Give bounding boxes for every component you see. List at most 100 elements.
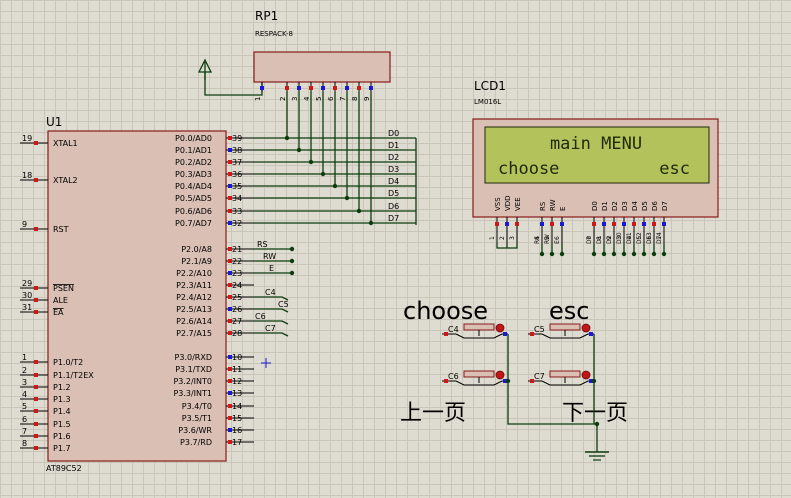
lcd-net-label: RW [544,234,551,244]
button-cap [463,370,495,378]
pin-dot [228,404,232,408]
pin-dot [228,160,232,164]
u1-pin-name: P1.1/T2EX [53,371,94,380]
lcd-net-label: D1 [596,235,603,244]
lcd-net-label: D0 [586,235,593,244]
u1-pin-name: ALE [53,296,68,305]
u1-pin-name: P2.6/A14 [176,317,212,326]
lcd-net-label: D2 [606,235,613,244]
pin-dot [530,332,534,336]
lcd-net-label: D5 [636,235,643,244]
u1-component[interactable]: U1 AT89C52 19XTAL118XTAL29RST29PSEN30ALE… [20,115,254,473]
key-net-3: C7 [265,324,276,333]
u1-pin-number: 27 [232,317,242,326]
lcd-pin-name: D0 [591,201,599,211]
junction-dot [284,135,290,141]
lcd-pin-name: D7 [661,201,669,211]
pin-dot [260,86,264,90]
bus-label-d3: D3 [388,165,399,174]
pin-dot [228,428,232,432]
u1-pin-name: P1.7 [53,444,71,453]
pin-dot [589,332,593,336]
lcd-net-label: D6 [646,235,653,244]
lcd-pin-number: 9 [606,236,613,240]
key-net-0: C4 [265,288,276,297]
lcd-pin-number: 4 [534,236,541,240]
lcd1-component[interactable]: LCD1 LM016L main MENU choose esc VSS1VDD… [472,79,719,257]
pin-dot [505,222,509,226]
lcd-pin-name: D1 [601,201,609,211]
pin-dot [503,332,507,336]
pin-dot [34,422,38,426]
pin-dot [228,319,232,323]
lcd-pin-name: VSS [494,197,502,211]
pin-dot [228,355,232,359]
u1-pin-name: P1.4 [53,407,71,416]
rp1-pin-number: 5 [315,97,323,101]
pin-dot [503,379,507,383]
wire [507,334,597,425]
pin-dot [228,307,232,311]
button-ref: C7 [534,372,545,381]
lcd-pin-name: RS [539,201,547,211]
u1-pin-name: P0.1/AD1 [175,146,212,155]
lcd-pin-number: 12 [636,232,643,240]
u1-pin-number: 37 [232,158,242,167]
wire [254,332,289,337]
u1-pin-name: P1.6 [53,432,71,441]
pin-dot [228,172,232,176]
u1-pin-number: 13 [232,389,242,398]
u1-pin-name: P3.5/T1 [182,414,212,423]
u1-pin-number: 17 [232,438,242,447]
u1-pin-number: 29 [22,279,32,288]
u1-pin-number: 19 [22,134,32,143]
lcd-pin-number: 2 [499,236,506,240]
wire [254,296,289,301]
pin-dot [622,222,626,226]
lcd-net-label: D7 [656,235,663,244]
junction-dot [631,251,637,257]
u1-pin-name: PSEN [53,284,74,293]
prev-page-label: 上一页 [400,401,466,426]
button-contact [541,333,589,339]
pin-dot [228,196,232,200]
u1-pin-number: 33 [232,207,242,216]
pin-dot [540,222,544,226]
pin-dot [34,385,38,389]
lcd-pin-name: D3 [621,201,629,211]
u1-pin-number: 23 [232,269,242,278]
rp1-pin-number: 7 [339,97,347,101]
junction-dot [621,251,627,257]
junction-dot [661,251,667,257]
u1-pin-name: P0.2/AD2 [175,158,212,167]
junction-dot [591,378,597,384]
pin-dot [228,271,232,275]
pin-dot [228,331,232,335]
pin-dot [34,141,38,145]
u1-pin-number: 22 [232,257,242,266]
pin-dot [662,222,666,226]
wire [254,320,289,325]
choose-label: choose [403,297,488,325]
junction-dot [549,251,555,257]
junction-dot [289,258,295,264]
pin-dot [228,221,232,225]
lcd-pin-number: 5 [544,236,551,240]
rp1-pin-number: 1 [254,97,262,101]
u1-pin-number: 3 [22,378,27,387]
rp1-pin-number: 9 [363,97,371,101]
junction-dot [368,220,374,226]
pin-dot [592,222,596,226]
lcd-pin-name: D5 [641,201,649,211]
u1-pin-number: 30 [22,291,32,300]
junction-dot [320,171,326,177]
pin-dot [550,222,554,226]
u1-pin-name: P2.2/A10 [176,269,212,278]
rp1-pin-number: 3 [291,97,299,101]
u1-pin-number: 15 [232,414,242,423]
pin-dot [357,86,361,90]
u1-pin-number: 8 [22,439,27,448]
rp1-body [253,51,391,83]
